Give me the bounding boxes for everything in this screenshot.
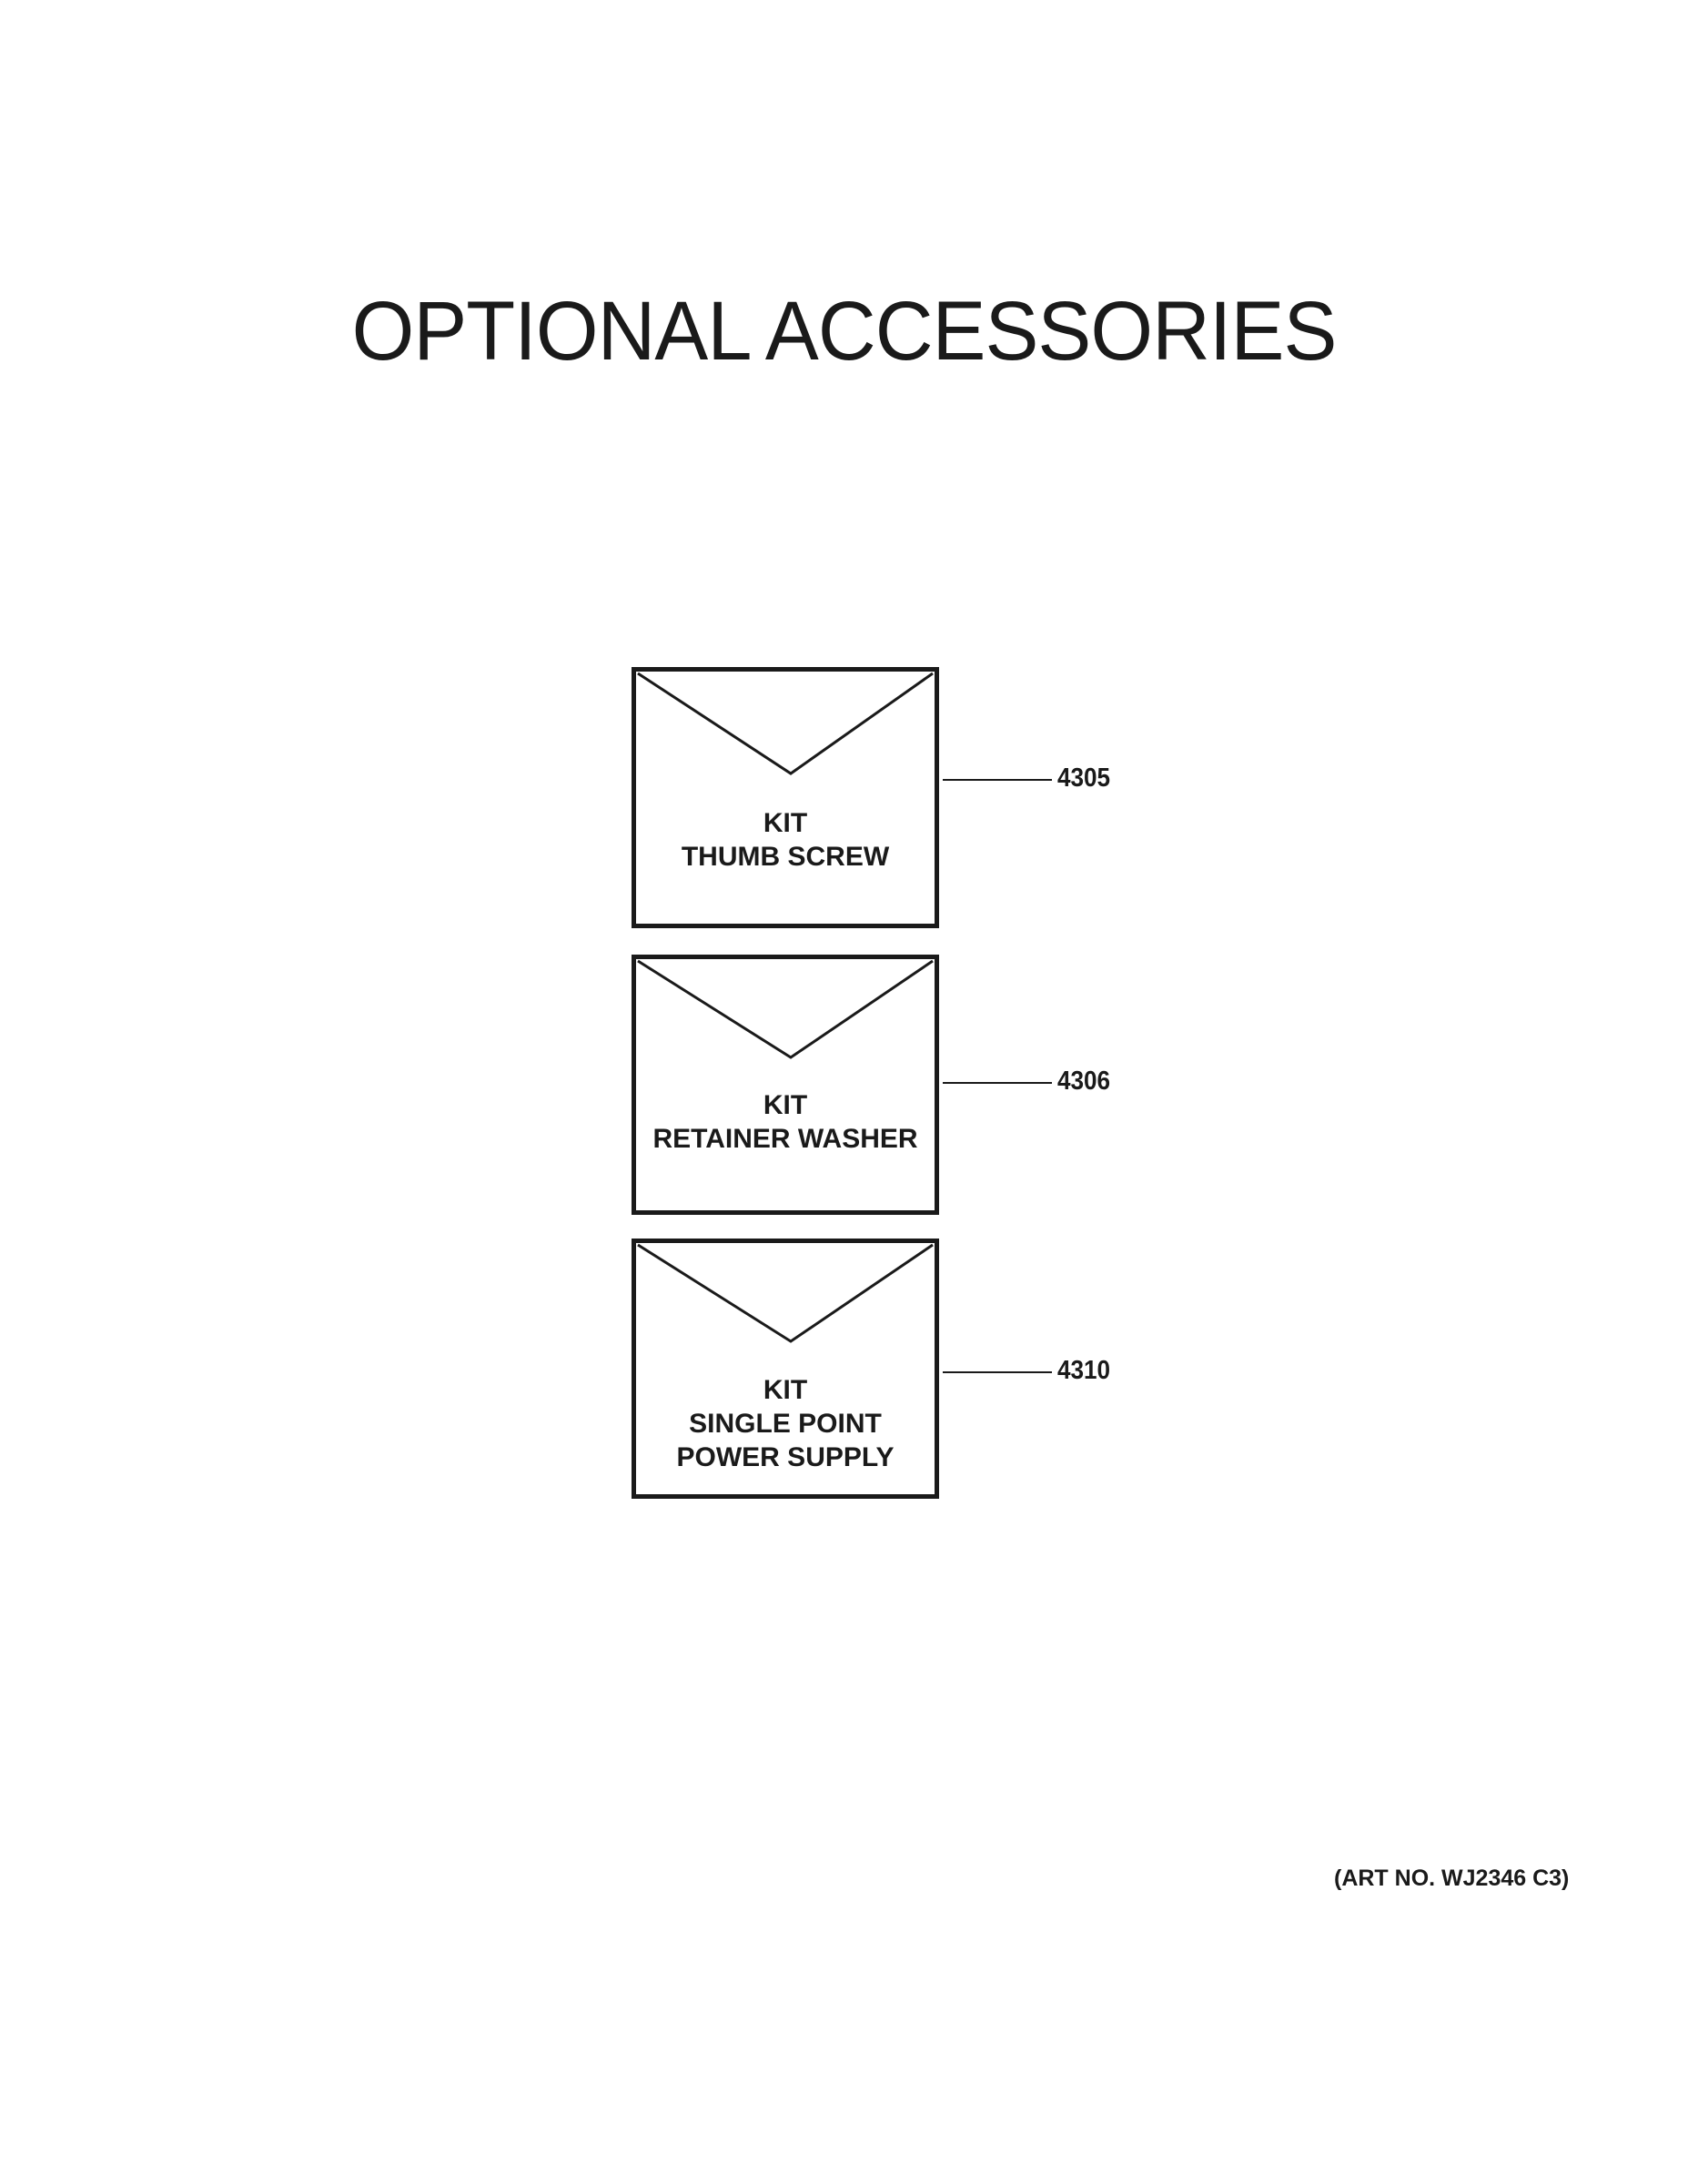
callout-number: 4306 <box>1057 1067 1111 1096</box>
kit-label: KIT SINGLE POINT POWER SUPPLY <box>636 1373 935 1474</box>
art-number: (ART NO. WJ2346 C3) <box>1334 1866 1570 1891</box>
kit-label-line3: POWER SUPPLY <box>676 1442 895 1472</box>
kit-label-line1: KIT <box>763 808 808 838</box>
callout-number: 4310 <box>1057 1356 1111 1385</box>
kit-package-thumb-screw: KIT THUMB SCREW <box>632 667 939 928</box>
page-title: OPTIONAL ACCESSORIES <box>351 285 1338 378</box>
kit-label-line2: THUMB SCREW <box>681 842 890 872</box>
kit-label-line1: KIT <box>763 1090 808 1120</box>
callout-number: 4305 <box>1057 763 1111 793</box>
envelope-icon <box>637 1243 934 1343</box>
leader-line <box>943 1082 1052 1084</box>
kit-label-line1: KIT <box>763 1375 808 1405</box>
kit-label: KIT RETAINER WASHER <box>636 1088 935 1156</box>
kit-package-retainer-washer: KIT RETAINER WASHER <box>632 955 939 1215</box>
leader-line <box>943 779 1052 781</box>
leader-line <box>943 1371 1052 1373</box>
kit-label-line2: RETAINER WASHER <box>652 1124 918 1154</box>
kit-package-single-point-power-supply: KIT SINGLE POINT POWER SUPPLY <box>632 1239 939 1499</box>
kit-label: KIT THUMB SCREW <box>636 806 935 874</box>
envelope-icon <box>637 672 934 775</box>
envelope-icon <box>637 959 934 1059</box>
kit-label-line2: SINGLE POINT <box>689 1409 882 1439</box>
